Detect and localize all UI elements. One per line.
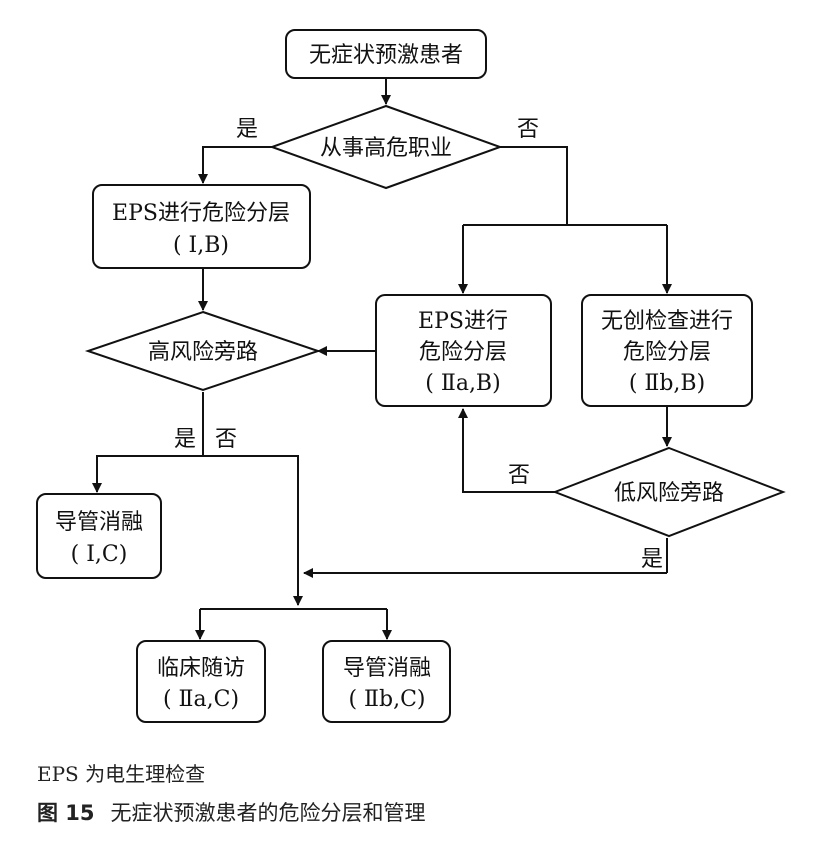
figure-label: 图 15 <box>37 801 95 825</box>
edge-label-hr-no: 否 <box>215 427 237 452</box>
node-ni-line1: 无创检查进行 <box>601 309 733 334</box>
edge-labels: 是 否 是 否 否 是 <box>174 117 663 572</box>
arrow-lr-no-to-eps2 <box>458 408 555 493</box>
line-job-no <box>500 146 568 225</box>
node-abl1-line1: 导管消融 <box>55 510 143 535</box>
edge-label-hr-yes: 是 <box>174 427 196 452</box>
decision-hr-label: 高风险旁路 <box>148 340 258 365</box>
node-abl2-box <box>322 640 451 723</box>
node-abl2-line1: 导管消融 <box>343 656 431 681</box>
node-start-box <box>285 29 487 79</box>
node-ni-box <box>581 294 753 407</box>
node-abl2-line2: ( Ⅱb,C) <box>348 687 425 712</box>
edge-label-lr-yes: 是 <box>641 547 663 572</box>
figure-caption: 图 15 无症状预激患者的危险分层和管理 <box>37 797 426 827</box>
node-eps2-line2: 危险分层 <box>419 340 507 365</box>
decision-job-label: 从事高危职业 <box>320 136 452 161</box>
node-fu-box <box>136 640 266 723</box>
node-ni-line2: 危险分层 <box>623 340 711 365</box>
node-noninvasive-risk-class-2b: 无创检查进行 危险分层 ( Ⅱb,B) <box>581 294 753 407</box>
node-eps1-line1: EPS进行危险分层 <box>112 201 290 226</box>
node-abl1-box <box>36 493 162 579</box>
node-eps-risk-class-2a: EPS进行 危险分层 ( Ⅱa,B) <box>375 294 552 407</box>
connectors <box>92 78 672 640</box>
edge-label-job-yes: 是 <box>236 117 258 142</box>
edge-label-lr-no: 否 <box>508 463 530 488</box>
decision-lr-diamond <box>552 446 786 538</box>
node-abl1-line2: ( Ⅰ,C) <box>71 542 128 567</box>
decision-high-risk-job: 从事高危职业 <box>269 104 503 190</box>
node-start-label: 无症状预激患者 <box>309 43 463 68</box>
node-ablation-class-1: 导管消融 ( Ⅰ,C) <box>36 493 162 579</box>
node-ni-line3: ( Ⅱb,B) <box>629 371 705 396</box>
footnote: EPS 为电生理检查 <box>37 762 206 786</box>
node-fu-line2: ( Ⅱa,C) <box>163 687 239 712</box>
node-clinical-follow-up: 临床随访 ( Ⅱa,C) <box>136 640 266 723</box>
node-eps2-line3: ( Ⅱa,B) <box>425 371 500 396</box>
node-fu-line1: 临床随访 <box>157 656 245 681</box>
figure-caption-text: 无症状预激患者的危险分层和管理 <box>110 801 426 825</box>
node-eps2-line1: EPS进行 <box>418 309 508 334</box>
decision-hr-diamond <box>84 310 322 392</box>
decision-lr-label: 低风险旁路 <box>614 481 724 506</box>
arrow-job-yes-to-eps1 <box>198 146 272 184</box>
edge-label-job-no: 否 <box>517 117 539 142</box>
flowchart: 无症状预激患者 从事高危职业 EPS进行危险分层 ( Ⅰ,B) 高风险旁路 EP… <box>36 29 786 723</box>
node-start: 无症状预激患者 <box>285 29 487 79</box>
node-eps1-box <box>92 184 311 269</box>
decision-job-diamond <box>269 104 503 190</box>
decision-high-risk-pathway: 高风险旁路 <box>84 310 322 392</box>
decision-low-risk-pathway: 低风险旁路 <box>552 446 786 538</box>
arrow-hr-no-trunk <box>203 455 303 606</box>
node-eps2-box <box>375 294 552 407</box>
node-ablation-class-2b: 导管消融 ( Ⅱb,C) <box>322 640 451 723</box>
node-eps-risk-class-1: EPS进行危险分层 ( Ⅰ,B) <box>92 184 311 269</box>
arrow-hr-yes-to-abl1 <box>92 455 203 493</box>
node-eps1-line2: ( Ⅰ,B) <box>173 233 229 258</box>
